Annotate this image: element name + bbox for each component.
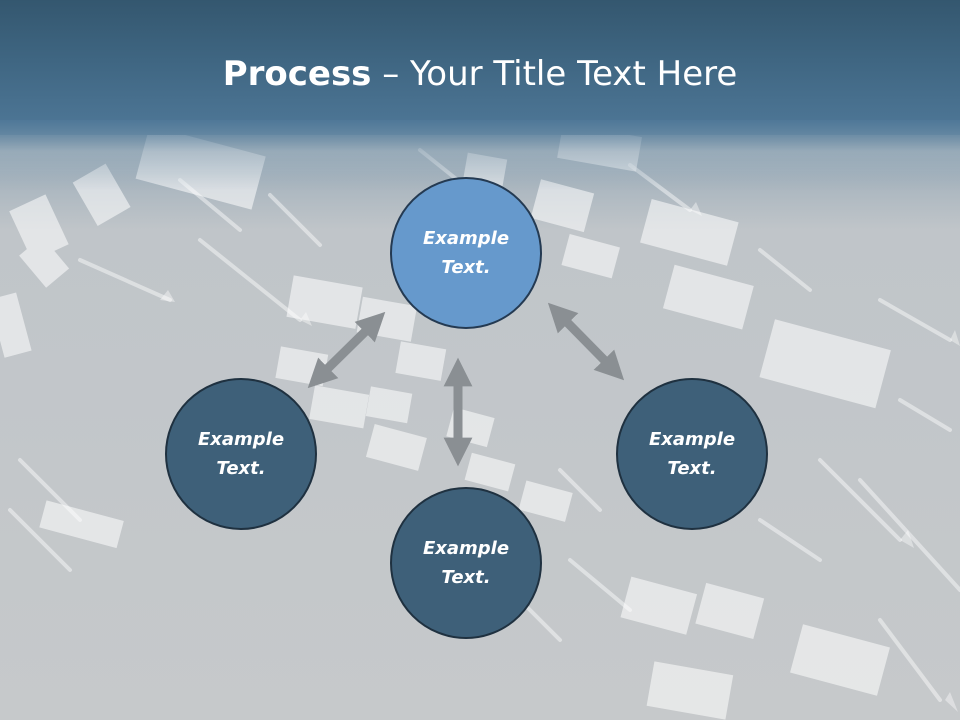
slide-title-bold: Process: [222, 54, 372, 94]
process-node-right[interactable]: Example Text.: [616, 378, 768, 530]
header-band: [0, 0, 960, 135]
process-node-bottom[interactable]: Example Text.: [390, 487, 542, 639]
process-node-right-label: Example Text.: [648, 429, 736, 479]
slide-title: Process – Your Title Text Here: [0, 52, 960, 96]
double-arrow-top-right: [547, 302, 625, 381]
process-node-bottom-label: Example Text.: [422, 538, 510, 588]
slide-title-rest: – Your Title Text Here: [371, 54, 738, 94]
process-node-left-label: Example Text.: [197, 429, 285, 479]
process-node-top[interactable]: Example Text.: [390, 177, 542, 329]
double-arrow-top-left: [307, 311, 386, 389]
process-node-top-label: Example Text.: [422, 228, 510, 278]
process-node-left[interactable]: Example Text.: [165, 378, 317, 530]
